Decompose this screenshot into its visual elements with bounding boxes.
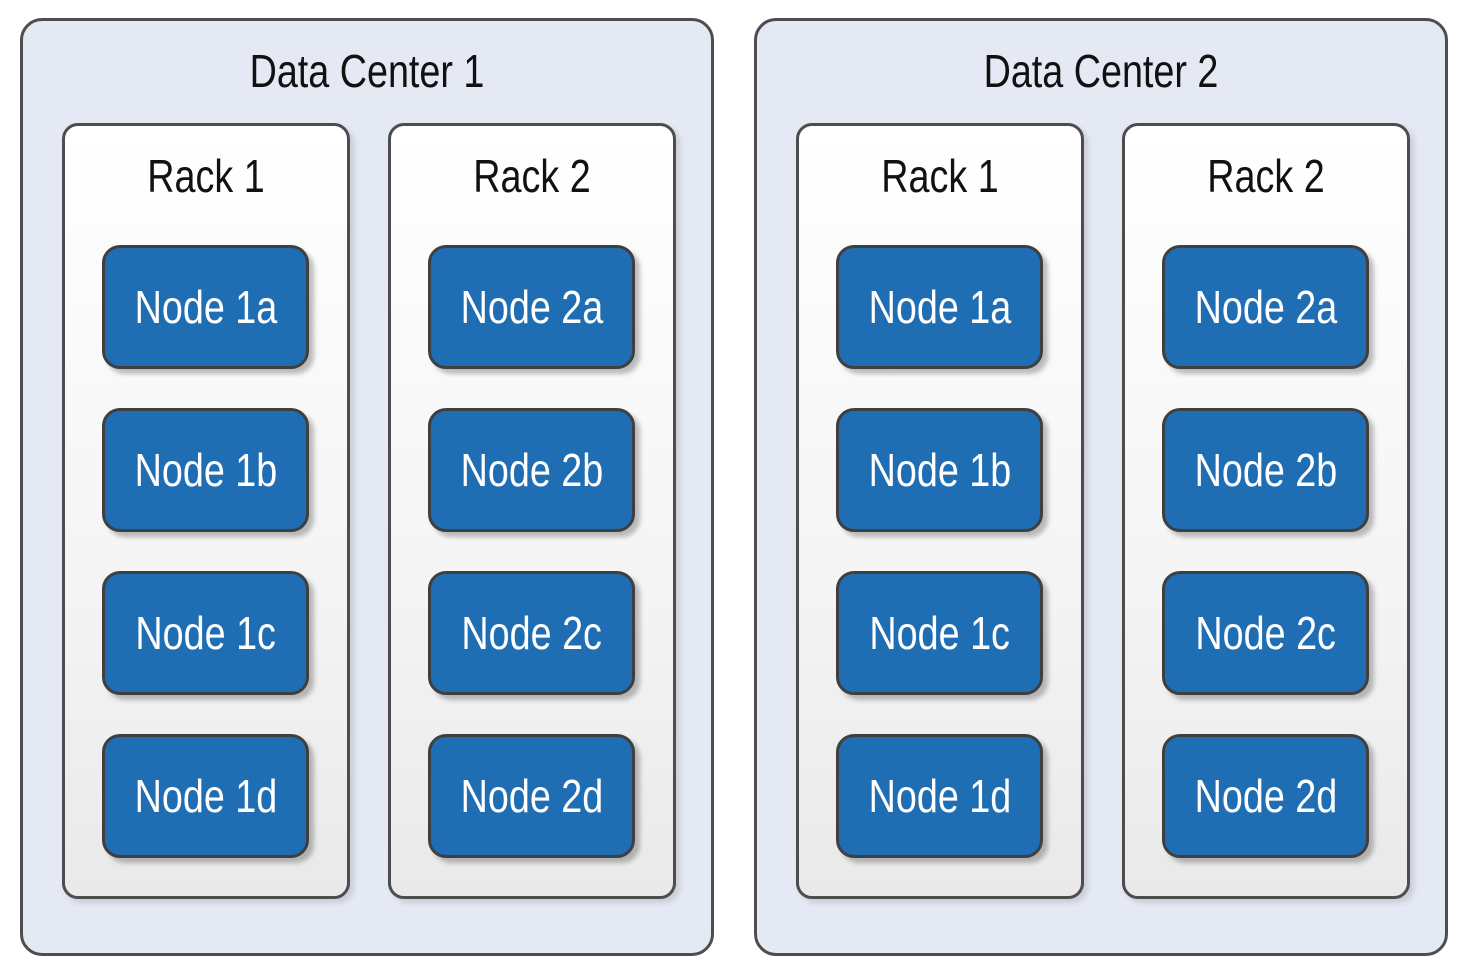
node-label: Node 2c (1195, 607, 1336, 659)
node-label: Node 1b (868, 444, 1011, 496)
node-box: Node 2a (428, 245, 635, 369)
node-label: Node 1a (134, 281, 277, 333)
rack-2: Rack 2 Node 2a Node 2b Node 2c Node 2d (1122, 123, 1410, 899)
datacenter-1: Data Center 1 Rack 1 Node 1a Node 1b Nod… (20, 18, 714, 956)
datacenter-title: Data Center 1 (249, 45, 485, 97)
datacenter-2: Data Center 2 Rack 1 Node 1a Node 1b Nod… (754, 18, 1448, 956)
node-label: Node 2a (1194, 281, 1337, 333)
node-box: Node 1c (836, 571, 1043, 695)
node-box: Node 1a (836, 245, 1043, 369)
node-box: Node 1d (836, 734, 1043, 858)
rack-1: Rack 1 Node 1a Node 1b Node 1c Node 1d (796, 123, 1084, 899)
node-box: Node 1a (102, 245, 309, 369)
node-box: Node 2d (1162, 734, 1369, 858)
rack-2: Rack 2 Node 2a Node 2b Node 2c Node 2d (388, 123, 676, 899)
node-label: Node 2c (461, 607, 602, 659)
rack-title: Rack 1 (147, 150, 265, 202)
node-label: Node 1b (134, 444, 277, 496)
node-box: Node 2a (1162, 245, 1369, 369)
node-box: Node 1d (102, 734, 309, 858)
node-box: Node 2c (1162, 571, 1369, 695)
node-label: Node 1d (134, 770, 277, 822)
node-label: Node 2b (1194, 444, 1337, 496)
node-label: Node 1d (868, 770, 1011, 822)
node-label: Node 1a (868, 281, 1011, 333)
node-label: Node 2b (460, 444, 603, 496)
node-box: Node 2c (428, 571, 635, 695)
node-box: Node 1b (102, 408, 309, 532)
node-label: Node 2d (460, 770, 603, 822)
rack-title: Rack 1 (881, 150, 999, 202)
node-label: Node 2a (460, 281, 603, 333)
node-box: Node 1c (102, 571, 309, 695)
node-label: Node 1c (135, 607, 276, 659)
node-box: Node 2d (428, 734, 635, 858)
rack-title: Rack 2 (1207, 150, 1325, 202)
node-label: Node 2d (1194, 770, 1337, 822)
rack-1: Rack 1 Node 1a Node 1b Node 1c Node 1d (62, 123, 350, 899)
node-box: Node 2b (428, 408, 635, 532)
node-box: Node 1b (836, 408, 1043, 532)
node-box: Node 2b (1162, 408, 1369, 532)
rack-title: Rack 2 (473, 150, 591, 202)
datacenter-title: Data Center 2 (983, 45, 1219, 97)
node-label: Node 1c (869, 607, 1010, 659)
